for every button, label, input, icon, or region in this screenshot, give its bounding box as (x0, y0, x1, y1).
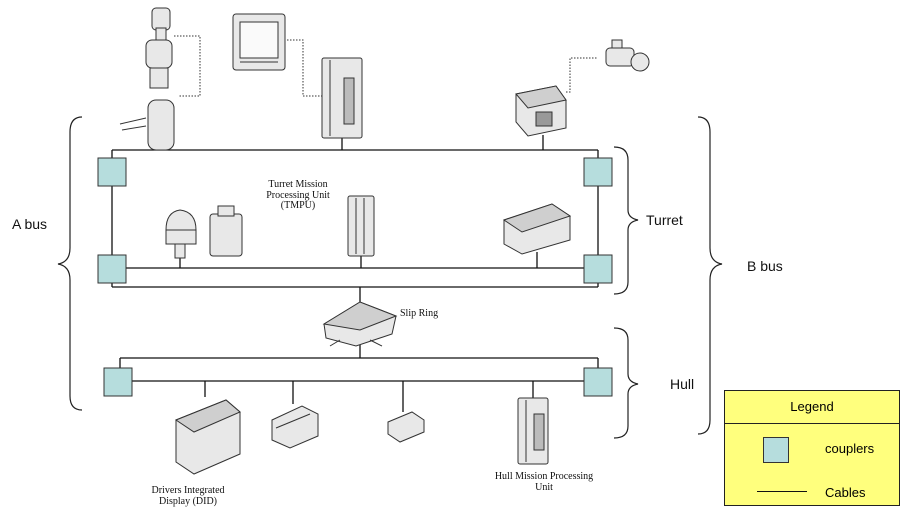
legend-cable-line (757, 491, 807, 492)
legend-couplers-label: couplers (825, 441, 875, 456)
tmpu-unit-icon (347, 195, 375, 257)
turret-label: Turret (646, 212, 683, 228)
dome-sensor-icon (165, 209, 197, 259)
legend-coupler-swatch (763, 437, 789, 463)
a-bus-label: A bus (12, 216, 48, 232)
coupler-hull-left (103, 367, 133, 397)
legend-title: Legend (725, 391, 899, 424)
hand-controller-icon (119, 99, 175, 151)
hull-label: Hull (670, 376, 695, 392)
hmpu-label: Hull Mission Processing Unit (494, 471, 594, 493)
tmpu-label: Turret Mission Processing Unit (TMPU) (266, 179, 330, 211)
legend-cables-label: Cables (825, 485, 866, 500)
processing-unit-icon (321, 57, 363, 139)
slip-ring-icon (322, 301, 398, 347)
camera-icon (605, 39, 650, 72)
electronics-box-icon (502, 203, 572, 255)
ammo-box-icon (209, 205, 243, 257)
hmpu-unit-icon (517, 397, 549, 465)
power-unit-icon (271, 405, 319, 449)
b-bus-brace (697, 116, 723, 435)
b-bus-label: B bus (747, 258, 783, 274)
did-unit-icon (174, 399, 241, 475)
junction-box-icon (387, 411, 425, 443)
hull-brace (613, 327, 639, 439)
slip-ring-label: Slip Ring (400, 308, 439, 319)
did-label: Drivers Integrated Display (DID) (151, 485, 225, 507)
a-bus-brace (57, 116, 83, 411)
legend: Legend couplers Cables (724, 390, 900, 506)
sensor-box-icon (515, 85, 567, 137)
sight-unit-icon (145, 7, 173, 89)
coupler-turret-top-right (583, 157, 613, 187)
coupler-hull-right (583, 367, 613, 397)
display-panel-icon (232, 13, 286, 71)
coupler-turret-bottom-right (583, 254, 613, 284)
coupler-turret-top-left (97, 157, 127, 187)
turret-brace (613, 146, 639, 295)
coupler-turret-bottom-left (97, 254, 127, 284)
